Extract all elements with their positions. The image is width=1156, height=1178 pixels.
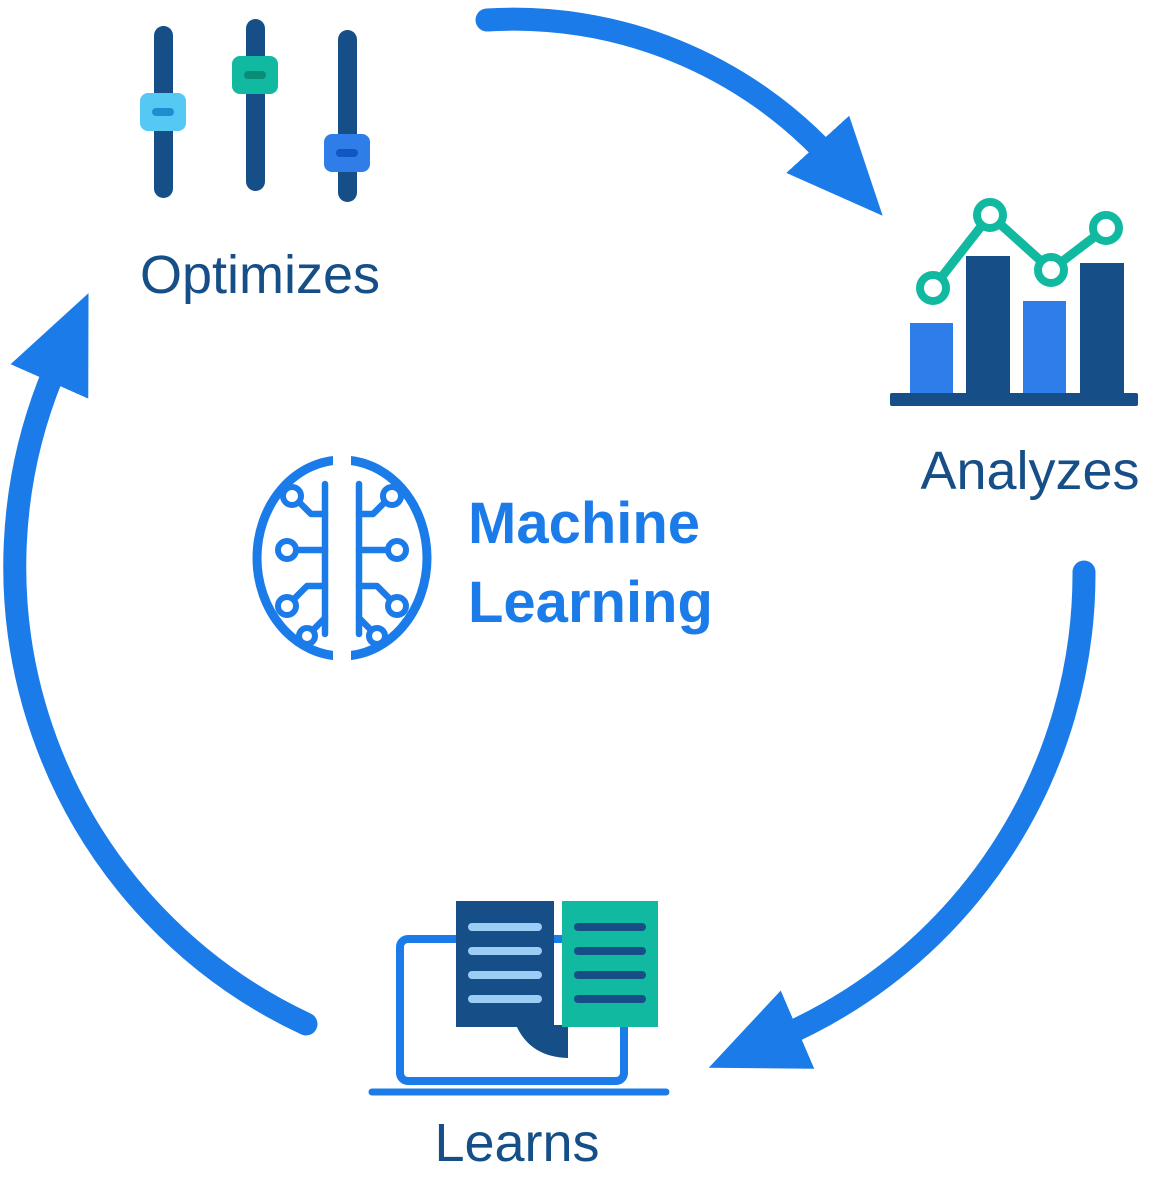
trend-line-icon bbox=[928, 210, 1111, 293]
slider-handle-teal bbox=[232, 56, 278, 94]
diagram-title-line-1: Machine bbox=[468, 491, 701, 556]
sliders-icon bbox=[140, 19, 370, 202]
learns-label: Learns bbox=[434, 1113, 600, 1173]
optimizes-label: Optimizes bbox=[139, 245, 381, 305]
analyzes-label: Analyzes bbox=[920, 441, 1140, 501]
laptop-book-icon bbox=[368, 901, 670, 1096]
brain-circuit-icon bbox=[252, 452, 432, 667]
slider-handle-cyan bbox=[140, 93, 186, 131]
open-book-icon bbox=[456, 901, 658, 1058]
slider-handle-blue bbox=[324, 134, 370, 172]
bar-chart-icon bbox=[890, 198, 1138, 406]
diagram-title-line-2: Learning bbox=[468, 570, 713, 636]
diagram-title: Machine Learning bbox=[468, 484, 713, 643]
arrow-right-icon bbox=[708, 560, 1096, 1069]
arrow-left-icon bbox=[3, 293, 318, 1036]
arrow-top-icon bbox=[475, 7, 883, 216]
